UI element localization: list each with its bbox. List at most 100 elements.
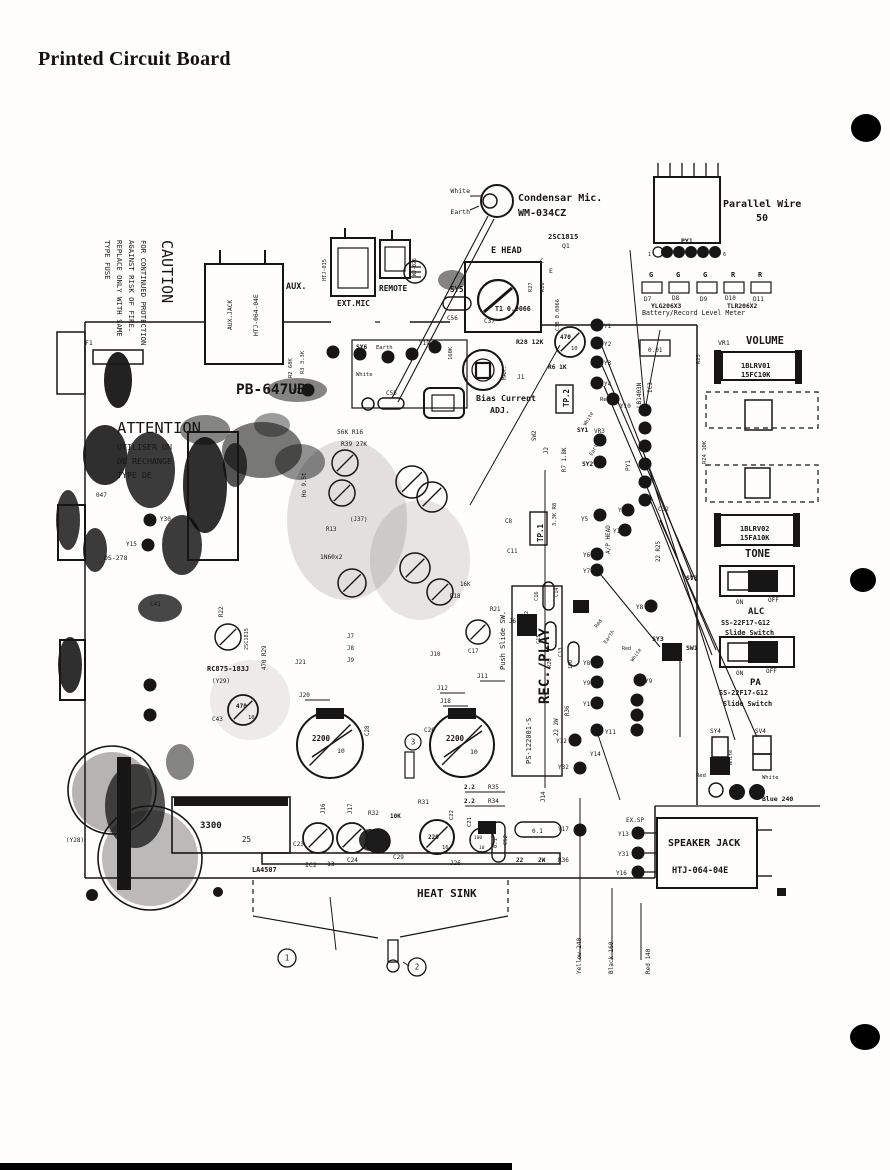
diagram-label: IC2: [305, 861, 317, 869]
diagram-label: TLR206X2: [727, 303, 758, 310]
trace-line: [603, 385, 717, 651]
diagram-label: C: [540, 257, 544, 265]
polarity-slash: [422, 487, 442, 507]
diagram-label: R26: [540, 282, 546, 292]
solder-dot: [301, 383, 315, 397]
diagram-label: R27: [528, 282, 534, 292]
diagram-label: J12: [437, 685, 448, 692]
component-circle: [476, 278, 520, 322]
component-outline: [261, 852, 561, 865]
diagram-label: 100: [568, 660, 574, 669]
diagram-label: (Y29): [212, 678, 230, 685]
diagram-label: R6 1K: [548, 364, 567, 371]
diagram-label: HEAT SINK: [417, 887, 477, 900]
diagram-label: ON: [736, 599, 744, 606]
diagram-label: G: [676, 271, 680, 279]
diagram-label: REPLACE ONLY WITH SAME: [115, 240, 124, 337]
solder-dot: [590, 563, 604, 577]
diagram-label: White: [630, 647, 644, 663]
trace-line: [483, 286, 513, 314]
diagram-label: R24 10K: [702, 440, 708, 464]
component-circle: [296, 711, 364, 779]
diagram-label: 10: [337, 747, 345, 755]
diagram-label: J20: [299, 692, 310, 699]
component-outline: [641, 281, 663, 294]
scan-smudge: [267, 378, 327, 402]
diagram-label: SPEAKER JACK: [668, 838, 740, 849]
trace-line: [469, 205, 480, 211]
diagram-label: TYPE DE: [117, 470, 152, 480]
diagram-label: R23: [696, 354, 702, 364]
diagram-label: C26: [424, 727, 435, 734]
component-outline: [431, 394, 455, 412]
diagram-label: Bias Current: [476, 393, 536, 403]
scan-artifact-bar: [0, 1163, 512, 1170]
polarity-slash: [336, 454, 354, 472]
diagram-label: R39 27K: [341, 441, 367, 448]
diagram-label: SY1: [577, 427, 588, 434]
component-circle: [403, 260, 427, 284]
diagram-label: Y11: [618, 507, 629, 514]
component-circle: [67, 745, 157, 835]
diagram-label: Y12: [556, 738, 567, 745]
component-circle: [331, 449, 359, 477]
diagram-label: Y9: [645, 678, 653, 685]
diagram-label: C23: [293, 841, 304, 848]
diagram-label: WJ-026: [412, 258, 418, 276]
diagram-label: J1: [517, 374, 525, 381]
diagram-label: J16: [321, 803, 327, 814]
component-outline: [714, 513, 721, 547]
solder-dot: [573, 823, 587, 837]
diagram-label: Y32: [558, 764, 569, 771]
diagram-label: 3300: [200, 821, 222, 831]
diagram-label: 50: [756, 213, 768, 224]
diagram-label: G: [649, 271, 653, 279]
diagram-label: (Y28): [66, 837, 84, 844]
solder-dot: [143, 708, 157, 722]
diagram-label: 1BLRV01: [741, 362, 771, 370]
diagram-label: R2 68K: [288, 357, 294, 378]
component-circle: [328, 479, 356, 507]
diagram-label: Y10: [583, 701, 594, 708]
diagram-label: Y5: [581, 516, 589, 523]
diagram-label: R: [758, 271, 763, 279]
component-circle: [554, 326, 586, 358]
diagram-label: TYPE FUSE: [103, 240, 112, 280]
trace-line: [596, 731, 621, 801]
component-outline: [748, 570, 778, 592]
diagram-label: PY1: [625, 460, 632, 471]
diagram-label: PA: [750, 678, 761, 688]
diagram-label: Y1: [604, 323, 612, 330]
callout-circle: [277, 948, 297, 968]
diagram-label: SW2: [532, 431, 538, 441]
diagram-label: D8: [672, 295, 680, 302]
diagram-label: Y17: [558, 826, 569, 833]
diagram-label: SS-22F17-G12: [719, 689, 768, 697]
diagram-label: Y7: [292, 387, 300, 395]
scan-smudge: [180, 415, 230, 445]
component-outline: [56, 331, 86, 395]
diagram-label: TONE: [745, 548, 770, 560]
diagram-label: C56: [447, 315, 458, 322]
component-outline: [714, 350, 721, 384]
diagram-label: R36: [565, 705, 571, 716]
diagram-label: MAX.: [502, 366, 508, 380]
component-outline: [653, 176, 721, 244]
callout-number: 2: [415, 963, 420, 972]
component-outline: [59, 639, 86, 701]
component-outline: [744, 467, 771, 499]
diagram-label: 1: [648, 252, 651, 258]
diagram-label: SY3: [652, 635, 664, 643]
capacitor-outline: [567, 641, 580, 667]
solder-dot: [590, 318, 604, 332]
trace-line: [252, 915, 379, 939]
diagram-label: J11: [477, 673, 488, 680]
component-outline: [711, 736, 729, 758]
diagram-label: A/P HEAD: [605, 525, 612, 554]
diagram-label: FOR CONTINUED PROTECTION: [139, 240, 148, 345]
diagram-label: Red: [594, 618, 604, 629]
diagram-label: Y31: [618, 851, 629, 858]
polarity-slash: [405, 558, 425, 578]
diagram-label: 2.2: [464, 784, 475, 791]
